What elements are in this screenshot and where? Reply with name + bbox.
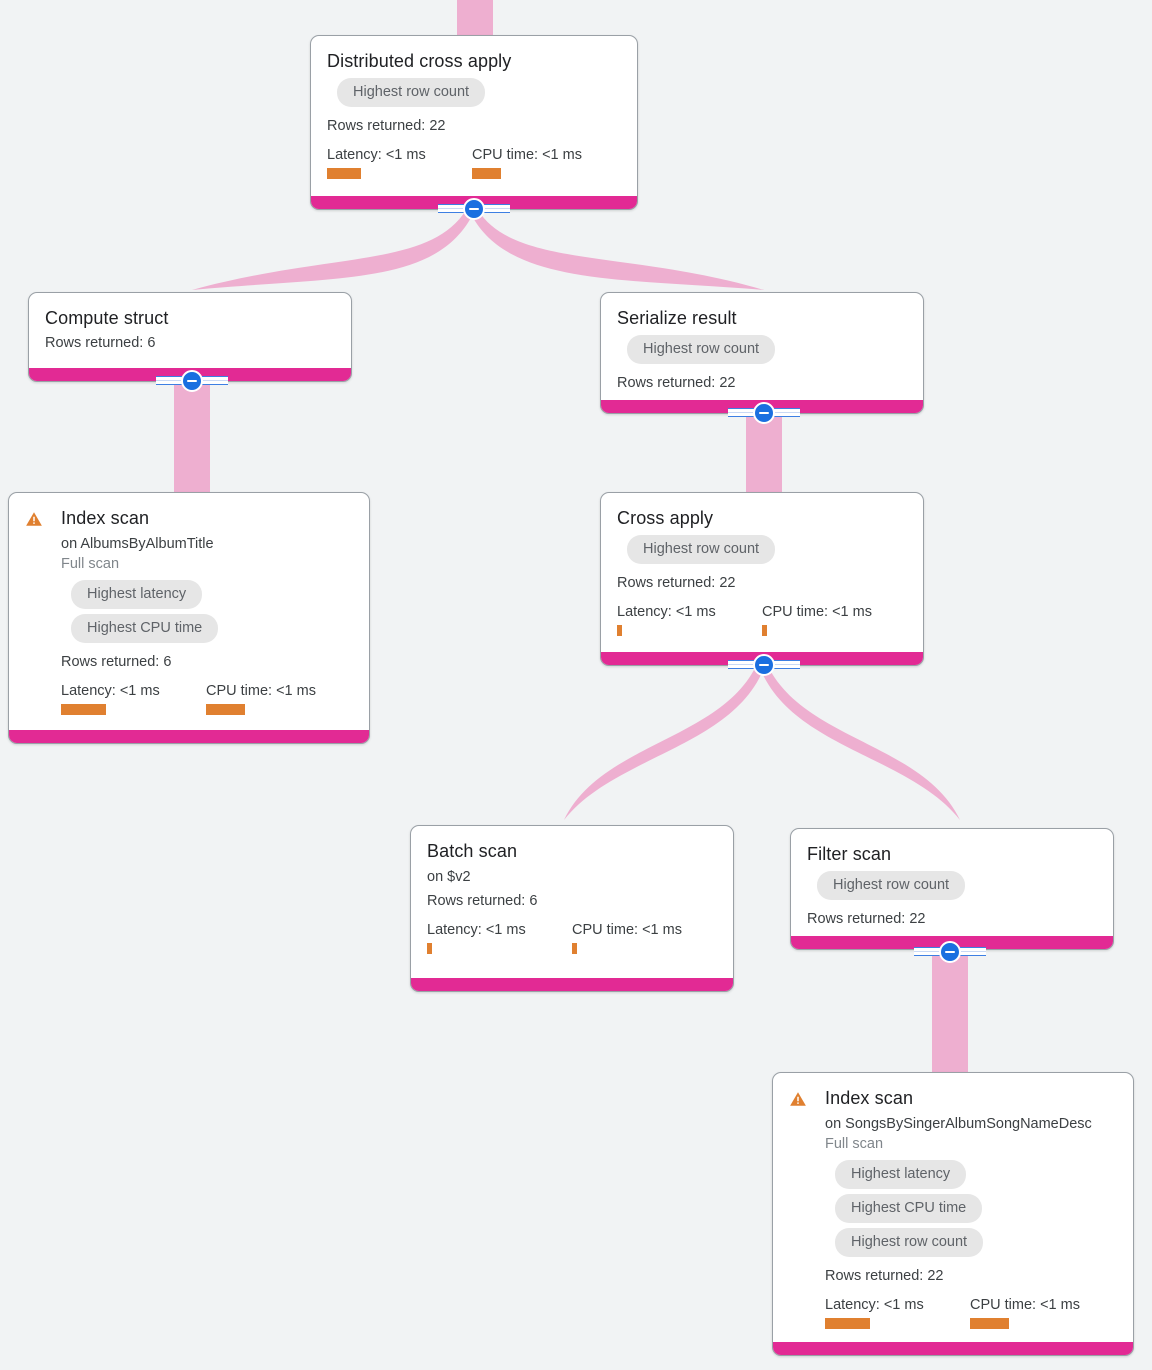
- cpu-time-bar: [762, 625, 767, 636]
- node-title: Filter scan: [807, 844, 892, 864]
- status-badge: Highest CPU time: [835, 1194, 983, 1223]
- node-badges: Highest row count: [617, 535, 907, 569]
- rows-returned: Rows returned: 22: [807, 911, 926, 927]
- plan-node-compute-struct[interactable]: Compute struct Rows returned: 6: [28, 292, 352, 382]
- status-badge: Highest row count: [627, 335, 776, 364]
- latency-label: Latency: <1 ms: [61, 683, 160, 699]
- plan-node-batch-scan[interactable]: Batch scan on $v2 Rows returned: 6 Laten…: [410, 825, 734, 992]
- cpu-time-label: CPU time: <1 ms: [572, 922, 682, 938]
- cpu-time-metric: CPU time: <1 ms: [472, 146, 582, 179]
- status-badge: Highest latency: [71, 580, 203, 609]
- cpu-time-metric: CPU time: <1 ms: [206, 682, 316, 715]
- rows-returned: Rows returned: 6: [427, 893, 538, 909]
- cpu-time-label: CPU time: <1 ms: [970, 1297, 1080, 1313]
- node-title: Index scan: [61, 508, 150, 528]
- node-accent-bar: [411, 978, 733, 991]
- plan-node-cross-apply[interactable]: Cross apply Highest row count Rows retur…: [600, 492, 924, 666]
- node-badges: Highest latency Highest CPU time Highest…: [825, 1160, 1117, 1262]
- status-badge: Highest row count: [627, 535, 776, 564]
- cpu-time-bar: [206, 704, 245, 715]
- latency-bar: [617, 625, 622, 636]
- latency-bar: [427, 943, 432, 954]
- node-title: Cross apply: [617, 508, 714, 528]
- latency-metric: Latency: <1 ms: [617, 603, 762, 636]
- status-badge: Highest row count: [817, 871, 966, 900]
- scan-type: Full scan: [61, 556, 120, 572]
- cpu-time-bar: [572, 943, 577, 954]
- latency-label: Latency: <1 ms: [327, 147, 426, 163]
- node-badges: Highest row count: [617, 335, 907, 369]
- latency-metric: Latency: <1 ms: [61, 682, 206, 715]
- plan-node-filter-scan[interactable]: Filter scan Highest row count Rows retur…: [790, 828, 1114, 950]
- cpu-time-label: CPU time: <1 ms: [206, 683, 316, 699]
- node-metrics: Latency: <1 ms CPU time: <1 ms: [617, 603, 907, 636]
- collapse-toggle-compute-struct[interactable]: [181, 370, 203, 392]
- node-metrics: Latency: <1 ms CPU time: <1 ms: [427, 921, 717, 954]
- latency-metric: Latency: <1 ms: [327, 146, 472, 179]
- collapse-toggle-distributed-cross-apply[interactable]: [463, 198, 485, 220]
- node-accent-bar: [9, 730, 369, 743]
- rows-returned: Rows returned: 6: [45, 335, 156, 351]
- latency-metric: Latency: <1 ms: [825, 1296, 970, 1329]
- rows-returned: Rows returned: 22: [327, 118, 446, 134]
- node-badges: Highest row count: [327, 78, 621, 112]
- cpu-time-label: CPU time: <1 ms: [472, 147, 582, 163]
- latency-label: Latency: <1 ms: [825, 1297, 924, 1313]
- node-subtitle: on SongsBySingerAlbumSongNameDesc: [825, 1116, 1092, 1132]
- latency-metric: Latency: <1 ms: [427, 921, 572, 954]
- cpu-time-bar: [472, 168, 501, 179]
- latency-bar: [61, 704, 106, 715]
- warning-icon: [25, 510, 43, 528]
- latency-label: Latency: <1 ms: [427, 922, 526, 938]
- status-badge: Highest row count: [835, 1228, 984, 1257]
- collapse-toggle-cross-apply[interactable]: [753, 654, 775, 676]
- plan-node-index-scan-albums[interactable]: Index scan on AlbumsByAlbumTitle Full sc…: [8, 492, 370, 744]
- plan-node-index-scan-songs[interactable]: Index scan on SongsBySingerAlbumSongName…: [772, 1072, 1134, 1356]
- scan-type: Full scan: [825, 1136, 884, 1152]
- collapse-toggle-serialize-result[interactable]: [753, 402, 775, 424]
- cpu-time-label: CPU time: <1 ms: [762, 604, 872, 620]
- status-badge: Highest row count: [337, 78, 486, 107]
- status-badge: Highest latency: [835, 1160, 967, 1189]
- rows-returned: Rows returned: 6: [61, 654, 172, 670]
- rows-returned: Rows returned: 22: [617, 575, 736, 591]
- status-badge: Highest CPU time: [71, 614, 219, 643]
- node-accent-bar: [773, 1342, 1133, 1355]
- node-badges: Highest latency Highest CPU time: [61, 580, 353, 648]
- node-title: Distributed cross apply: [327, 51, 512, 71]
- latency-label: Latency: <1 ms: [617, 604, 716, 620]
- cpu-time-metric: CPU time: <1 ms: [970, 1296, 1080, 1329]
- latency-bar: [327, 168, 361, 179]
- node-metrics: Latency: <1 ms CPU time: <1 ms: [327, 146, 621, 179]
- cpu-time-metric: CPU time: <1 ms: [572, 921, 682, 954]
- latency-bar: [825, 1318, 870, 1329]
- plan-node-distributed-cross-apply[interactable]: Distributed cross apply Highest row coun…: [310, 35, 638, 210]
- node-subtitle: on AlbumsByAlbumTitle: [61, 536, 214, 552]
- node-badges: Highest row count: [807, 871, 1097, 905]
- node-title: Serialize result: [617, 308, 737, 328]
- node-title: Compute struct: [45, 308, 169, 328]
- node-metrics: Latency: <1 ms CPU time: <1 ms: [825, 1296, 1117, 1329]
- warning-icon: [789, 1090, 807, 1108]
- collapse-toggle-filter-scan[interactable]: [939, 941, 961, 963]
- cpu-time-metric: CPU time: <1 ms: [762, 603, 872, 636]
- node-metrics: Latency: <1 ms CPU time: <1 ms: [61, 682, 353, 715]
- node-title: Batch scan: [427, 841, 518, 861]
- rows-returned: Rows returned: 22: [617, 375, 736, 391]
- cpu-time-bar: [970, 1318, 1009, 1329]
- plan-node-serialize-result[interactable]: Serialize result Highest row count Rows …: [600, 292, 924, 414]
- node-title: Index scan: [825, 1088, 914, 1108]
- rows-returned: Rows returned: 22: [825, 1268, 944, 1284]
- node-subtitle: on $v2: [427, 869, 471, 885]
